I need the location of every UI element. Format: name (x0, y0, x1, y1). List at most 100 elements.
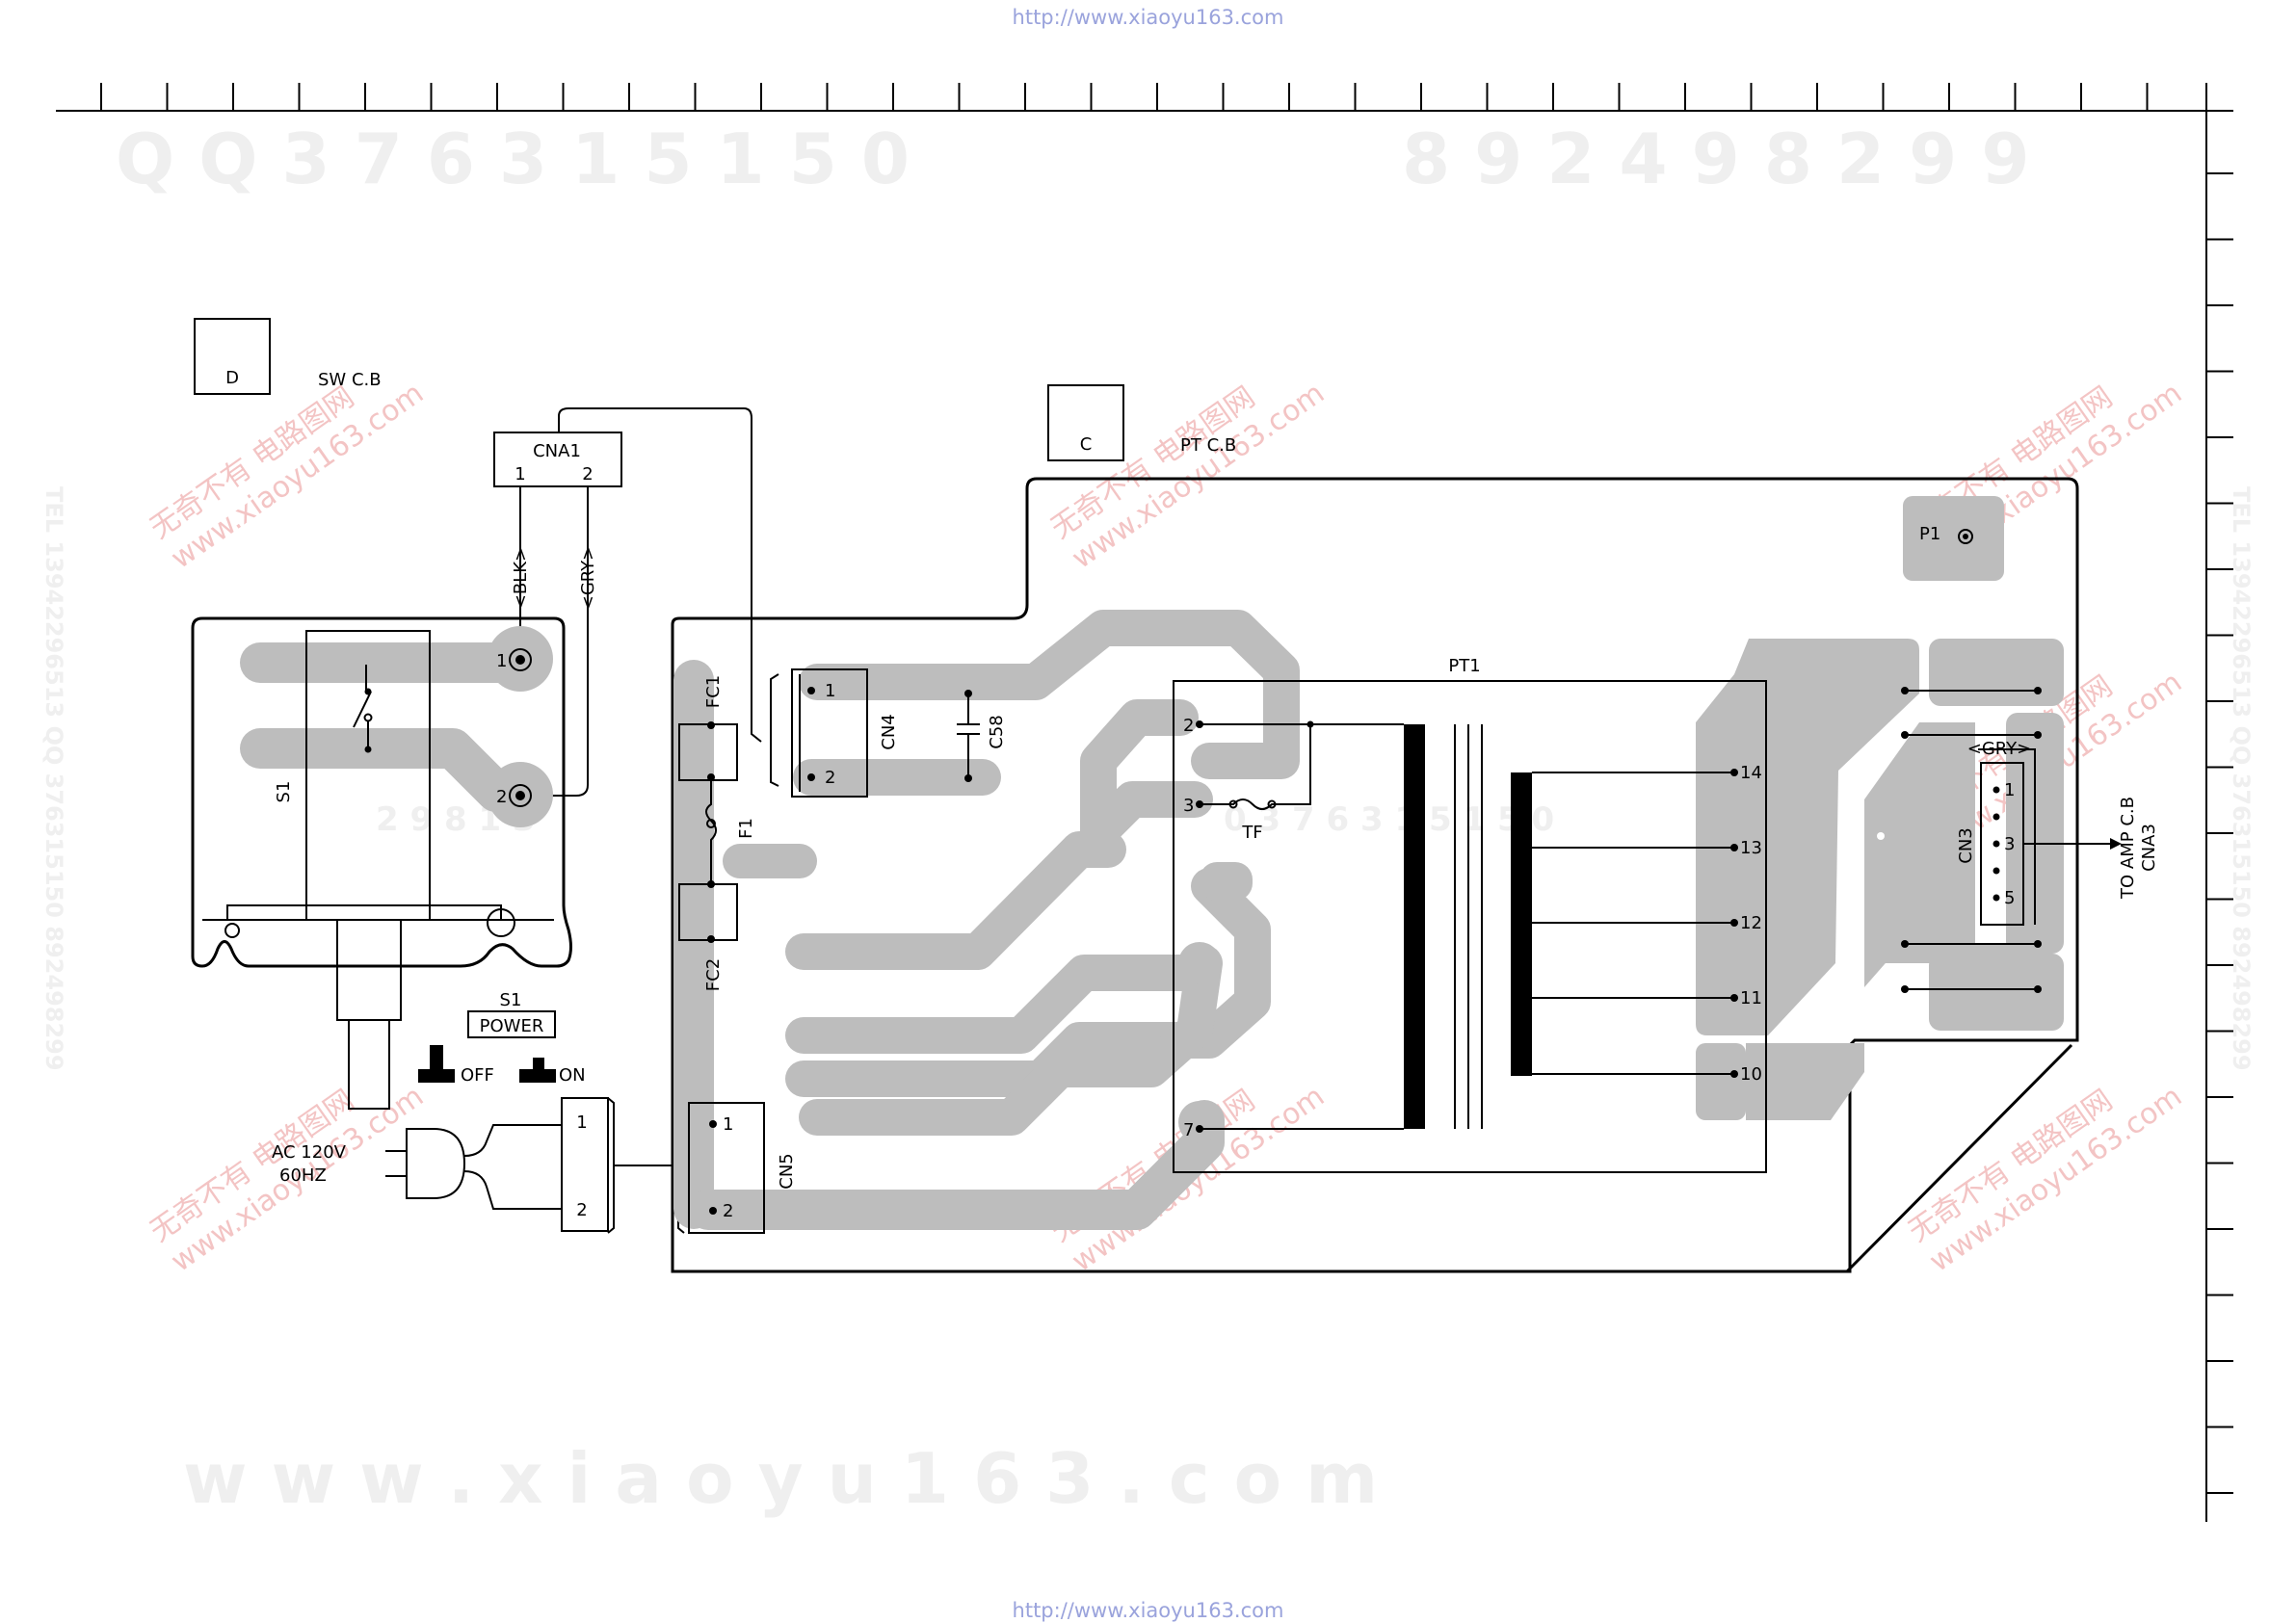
pt-trace-primary-3 (1080, 699, 1213, 851)
cn3-pin-dot (1993, 786, 2000, 794)
cn4-bracket (770, 673, 779, 787)
pt-trace-lower (799, 945, 1223, 1136)
cn3-label: CN3 (1956, 827, 1976, 864)
pt-copper-dots (1901, 687, 2042, 993)
on-position-icon (519, 1058, 556, 1083)
ac-plug-icon (406, 1128, 466, 1199)
terminal-1-label: 1 (496, 651, 507, 671)
terminal-2-core (515, 791, 525, 800)
tf-node (1267, 799, 1277, 809)
fuse-f1-node (706, 819, 716, 828)
pt-trace-cn3-top (1929, 639, 2064, 706)
pt-board-badge: C (1080, 434, 1093, 455)
sw-board-outline (191, 616, 572, 968)
pt1-secondary-pin-label: 12 (1740, 913, 1762, 933)
cn4-pin1-label: 1 (825, 681, 835, 701)
pt1-secondary-pin-dot (1730, 919, 1738, 927)
switch-knob (348, 1019, 390, 1110)
pt1-secondary-pin-label: 10 (1740, 1064, 1762, 1085)
source-url-bottom[interactable]: http://www.xiaoyu163.com (1012, 1599, 1284, 1622)
pt-pad (1200, 862, 1253, 901)
pt-trace-mid-1 (785, 831, 1126, 970)
cn3-pin-dot (1993, 867, 2000, 875)
c58-label: C58 (987, 715, 1007, 748)
pt-pad (1178, 1101, 1221, 1143)
off-position-icon (418, 1045, 455, 1083)
wire-blk-label: <BLK> (511, 547, 531, 609)
switch-shaft (336, 919, 402, 1021)
sw-board-title: SW C.B (318, 370, 382, 390)
pt-trace-cn3-bottom (1929, 954, 2064, 1031)
ac-connector-pin1: 1 (576, 1113, 587, 1133)
switch-caption: S1 (500, 990, 522, 1010)
ac-frequency-label: 60HZ (279, 1165, 327, 1186)
fc1-node (707, 773, 715, 781)
mount-hole (224, 923, 240, 938)
terminal-1-core (515, 655, 525, 665)
cn3-wire-label: <GRY> (1967, 739, 2031, 759)
pt1-pin-7-label: 7 (1183, 1120, 1194, 1140)
cn3-pins: 135 (1993, 780, 2015, 908)
terminal-2-label: 2 (496, 787, 507, 807)
pt-trace-secondary-10 (1746, 1043, 1864, 1120)
fc1-label: FC1 (703, 675, 724, 708)
cn4-pin2-dot (807, 773, 815, 781)
pt-trace-mid-2 (785, 955, 1213, 1054)
wire-cna1-to-pt (558, 407, 762, 743)
cn4-label: CN4 (879, 714, 899, 750)
ac-connector-pin2: 2 (576, 1200, 587, 1220)
fc1-node (707, 721, 715, 729)
switch-node (364, 746, 372, 753)
pt-board-outline (671, 477, 2079, 1273)
pt-via (1877, 832, 1885, 840)
cn5-pin2-label: 2 (723, 1201, 733, 1221)
p1-terminal-core (1963, 534, 1968, 539)
sw-trace-2 (240, 728, 541, 812)
source-url-top[interactable]: http://www.xiaoyu163.com (1012, 6, 1284, 29)
cn5-label: CN5 (777, 1153, 797, 1190)
wire-gry (535, 486, 589, 797)
tf-node (1228, 799, 1238, 809)
fc2-label: FC2 (703, 958, 724, 991)
watermark-mid-center: 0 3 7 6 3 1 5 1 5 0 (1224, 800, 1554, 839)
pt1-primary-winding (1404, 724, 1425, 1129)
pt1-node (1306, 720, 1314, 728)
switch-blade (353, 691, 372, 728)
cn3-pin-dot (1993, 840, 2000, 848)
fc2-node (707, 880, 715, 888)
cn3-pin-label: 1 (2004, 780, 2015, 800)
ruler-right-ticks (2206, 172, 2233, 1494)
tf-label: TF (1241, 823, 1262, 843)
cn4-connector (791, 668, 868, 798)
pt1-secondary-pin-dot (1730, 844, 1738, 851)
cn3-pin-label: 3 (2004, 834, 2015, 854)
pt1-secondary-pin-label: 11 (1740, 988, 1762, 1008)
on-label: ON (559, 1065, 586, 1086)
pt-board-title: PT C.B (1180, 435, 1236, 456)
watermark-side-right: TEL 13942296513 QQ 376315150 892498299 (2228, 486, 2255, 1071)
c58-node (964, 774, 972, 782)
sw-board-badge-frame (194, 318, 271, 395)
sw-board-badge: D (225, 368, 239, 388)
power-label-frame (467, 1010, 556, 1038)
pt-trace-secondary (1696, 639, 1919, 1035)
destination-label: TO AMP C.B (2118, 797, 2138, 900)
p1-pad (1903, 496, 2004, 581)
terminal-1 (509, 648, 532, 671)
cn5-pin2-dot (709, 1207, 717, 1215)
ac-connector (561, 1097, 609, 1232)
cna1-pin1-label: 1 (515, 464, 525, 484)
pt1-label: PT1 (1448, 656, 1480, 676)
destination-connector-label: CNA3 (2139, 824, 2159, 872)
ac-cord-1 (463, 1124, 562, 1157)
pt-board-badge-frame (1047, 384, 1124, 461)
p1-terminal (1958, 529, 1973, 544)
c58-node (964, 690, 972, 697)
p1-label: P1 (1919, 524, 1940, 544)
pt1-secondary-pin-label: 13 (1740, 838, 1762, 858)
